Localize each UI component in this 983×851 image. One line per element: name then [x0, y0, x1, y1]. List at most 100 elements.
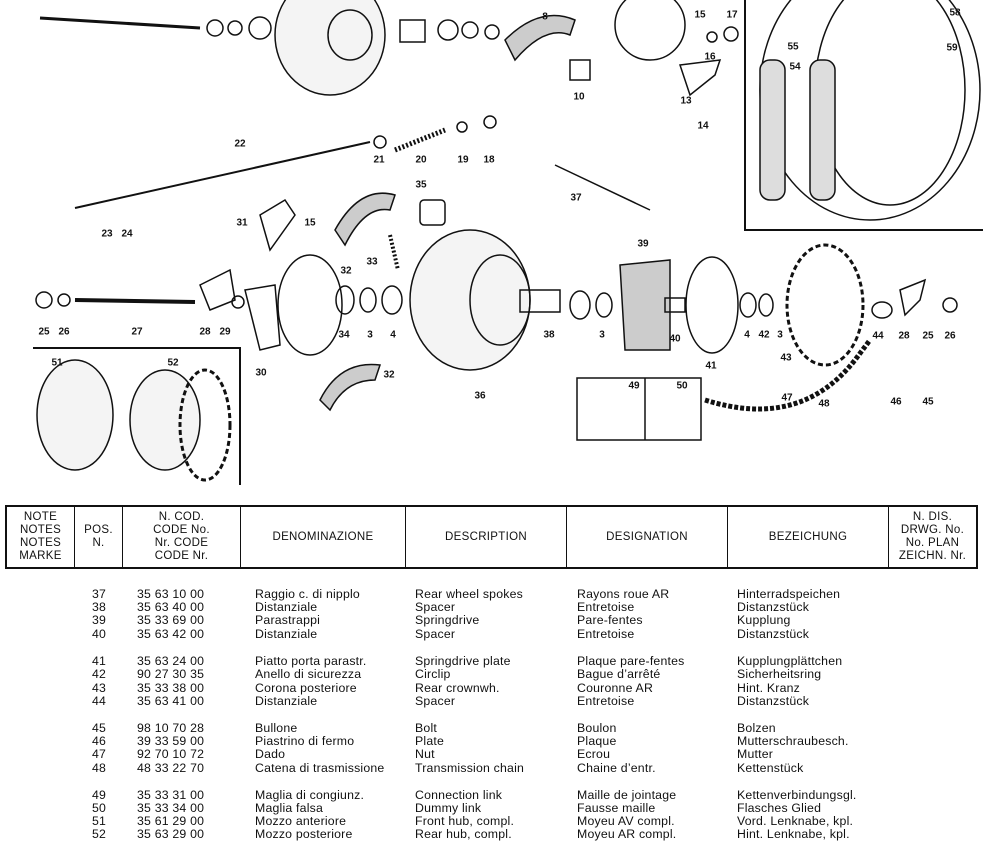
cell-pos: 49: [92, 788, 107, 802]
cell-code: 35 33 38 00: [137, 681, 205, 695]
cell-de: Flasches Glied: [737, 801, 822, 815]
callout-16: 16: [704, 51, 716, 63]
front-wheel-tire: [759, 0, 981, 221]
cell-pos: 42: [92, 667, 107, 681]
cell-it: Distanziale: [255, 600, 318, 614]
cell-en: Transmission chain: [415, 761, 525, 775]
cell-en: Rear crownwh.: [415, 681, 500, 695]
cell-code: 92 70 10 72: [137, 747, 205, 761]
callout-4: 4: [744, 329, 750, 341]
callout-18: 18: [483, 154, 495, 166]
inset-frame-right: [744, 0, 983, 231]
cell-it: Anello di sicurezza: [255, 667, 362, 681]
cell-de: Distanzstück: [737, 627, 810, 641]
cell-fr: Rayons roue AR: [577, 587, 670, 601]
callout-41: 41: [705, 360, 717, 372]
callout-38: 38: [543, 329, 555, 341]
callout-25: 25: [922, 330, 934, 342]
cell-pos: 38: [92, 600, 107, 614]
cell-it: Raggio c. di nipplo: [255, 587, 360, 601]
callout-24: 24: [121, 228, 133, 240]
cell-en: Nut: [415, 747, 435, 761]
header-denominazione: DENOMINAZIONE: [241, 507, 406, 567]
callout-43: 43: [780, 352, 792, 364]
cell-fr: Bague d’arrêté: [577, 667, 661, 681]
nut: [206, 19, 224, 37]
callout-31: 31: [236, 217, 248, 229]
cell-fr: Pare-fentes: [577, 613, 643, 627]
rear-brake-plate: [277, 254, 343, 356]
header-drawing-no: N. DIS. DRWG. No. No. PLAN ZEICHN. Nr.: [898, 511, 967, 562]
cell-fr: Entretoise: [577, 600, 635, 614]
callout-13: 13: [680, 95, 692, 107]
callout-51: 51: [51, 357, 63, 369]
callout-55: 55: [787, 41, 799, 53]
cell-en: Rear hub, compl.: [415, 827, 512, 841]
callout-39: 39: [637, 238, 649, 250]
transmission-chain: [704, 338, 872, 412]
callout-42: 42: [758, 329, 770, 341]
cell-fr: Entretoise: [577, 627, 635, 641]
cell-pos: 43: [92, 681, 107, 695]
brake-plate: [614, 0, 686, 61]
callout-52: 52: [167, 357, 179, 369]
cell-code: 35 63 29 00: [137, 827, 205, 841]
cell-de: Sicherheitsring: [737, 667, 822, 681]
cell-en: Bolt: [415, 721, 437, 735]
spacer: [399, 19, 426, 43]
cell-fr: Fausse maille: [577, 801, 656, 815]
cell-en: Springdrive plate: [415, 654, 511, 668]
cell-it: Distanziale: [255, 627, 318, 641]
cell-it: Maglia di congiunz.: [255, 788, 365, 802]
callout-29: 29: [219, 326, 231, 338]
cell-pos: 47: [92, 747, 107, 761]
callout-33: 33: [366, 256, 378, 268]
cell-fr: Ecrou: [577, 747, 611, 761]
cell-code: 39 33 59 00: [137, 734, 205, 748]
callout-50: 50: [676, 380, 688, 392]
cell-en: Front hub, compl.: [415, 814, 515, 828]
cell-pos: 51: [92, 814, 107, 828]
callout-46: 46: [890, 396, 902, 408]
callout-49: 49: [628, 380, 640, 392]
torque-arm: [244, 284, 281, 351]
cell-fr: Plaque pare-fentes: [577, 654, 685, 668]
brake-shoe: [504, 14, 576, 62]
cell-pos: 46: [92, 734, 107, 748]
cell-pos: 39: [92, 613, 107, 627]
cell-pos: 48: [92, 761, 107, 775]
cell-de: Bolzen: [737, 721, 776, 735]
callout-8: 8: [542, 11, 548, 23]
front-hub: [274, 0, 386, 96]
callout-23: 23: [101, 228, 113, 240]
callout-15: 15: [694, 9, 706, 21]
callout-34: 34: [338, 329, 350, 341]
cell-code: 35 63 24 00: [137, 654, 205, 668]
cell-code: 35 33 69 00: [137, 613, 205, 627]
cell-it: Dado: [255, 747, 286, 761]
cell-fr: Moyeu AR compl.: [577, 827, 677, 841]
cell-pos: 44: [92, 694, 107, 708]
header-code: N. COD. CODE No. Nr. CODE CODE Nr.: [123, 507, 241, 567]
cell-pos: 45: [92, 721, 107, 735]
cell-de: Kupplungplättchen: [737, 654, 843, 668]
cell-code: 90 27 30 35: [137, 667, 205, 681]
cell-de: Kettenverbindungsgl.: [737, 788, 857, 802]
cell-de: Hint. Lenknabe, kpl.: [737, 827, 850, 841]
cell-en: Dummy link: [415, 801, 482, 815]
cell-it: Piatto porta parastr.: [255, 654, 367, 668]
callout-26: 26: [58, 326, 70, 338]
rear-axle: [74, 298, 196, 304]
callout-54: 54: [789, 61, 801, 73]
cell-fr: Couronne AR: [577, 681, 654, 695]
cell-de: Distanzstück: [737, 600, 810, 614]
